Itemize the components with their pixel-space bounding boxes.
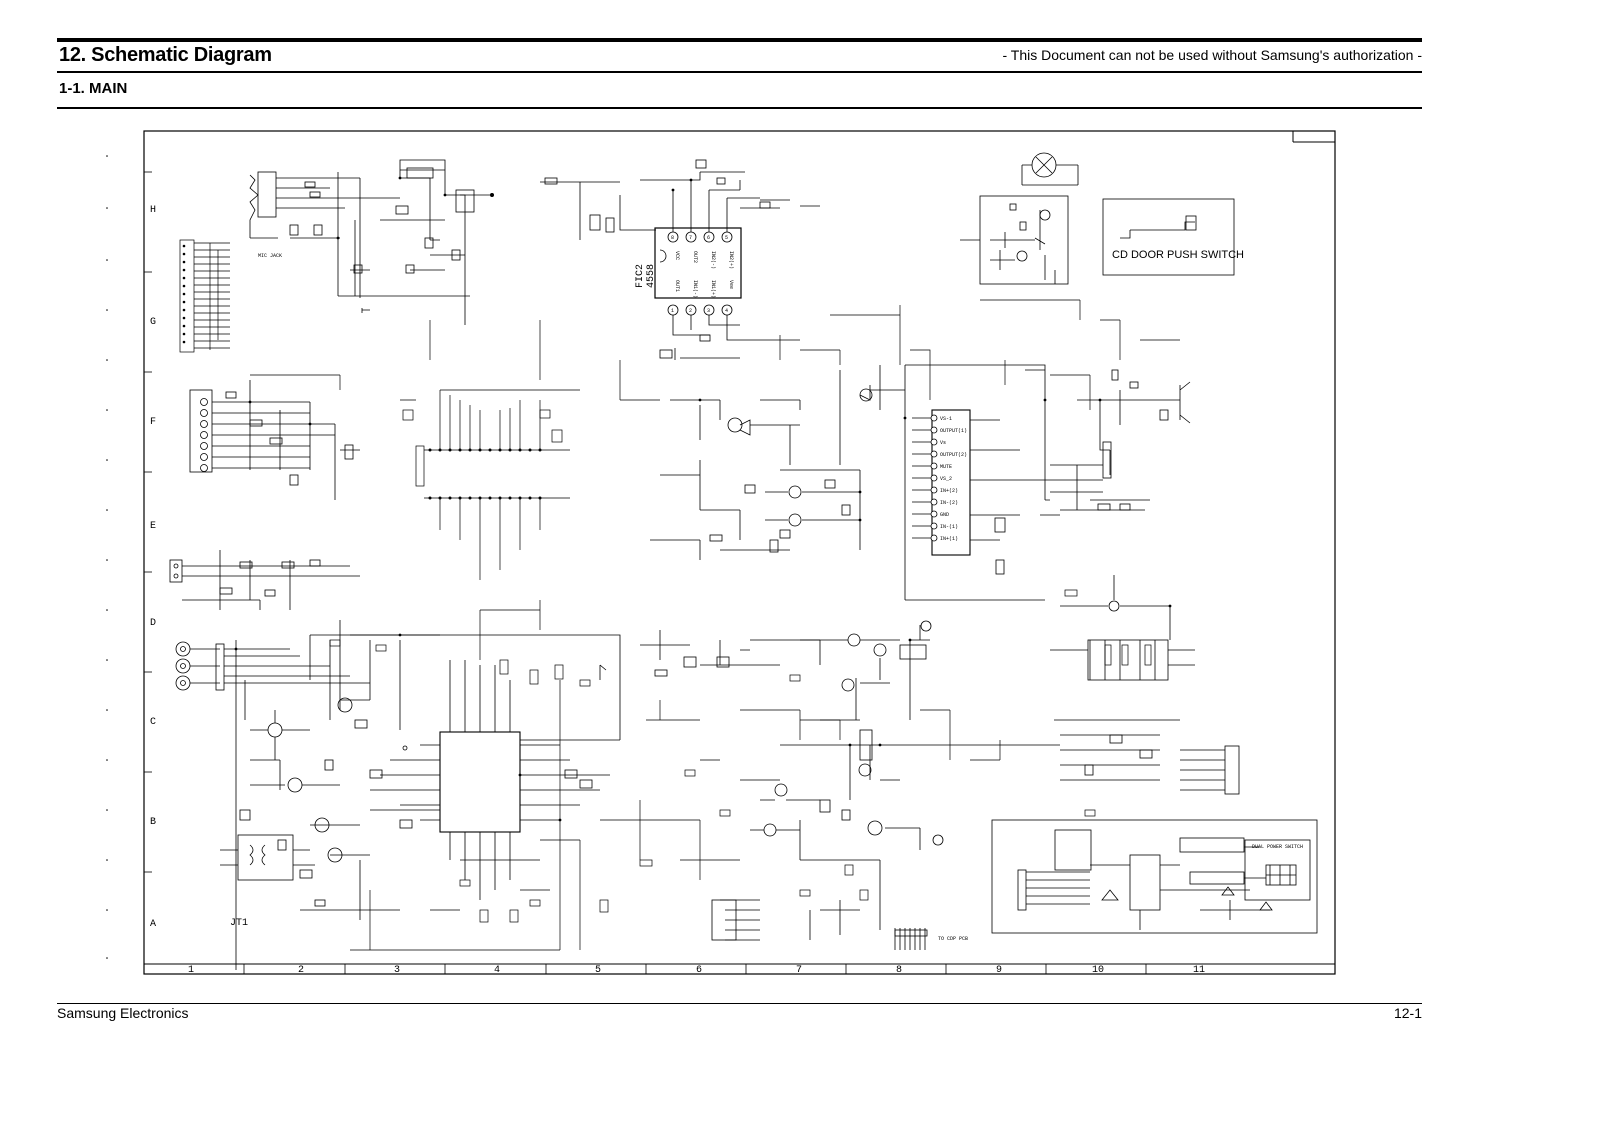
ic-pin: IN1(-) bbox=[692, 280, 698, 298]
margin-dots bbox=[106, 155, 108, 959]
amp-pin: VS-1 bbox=[940, 416, 952, 422]
cd-door-switch-label: CD DOOR PUSH SWITCH bbox=[1112, 249, 1244, 261]
ic-pin: VCC bbox=[674, 251, 680, 260]
transformer-label: JT1 bbox=[230, 918, 248, 929]
transistor-network-cb bbox=[239, 620, 400, 920]
transistor-network-center bbox=[599, 620, 932, 720]
ic-pin: OUT1 bbox=[674, 280, 680, 292]
footer-page-number: 12-1 bbox=[1393, 1005, 1422, 1021]
transistor-network-d-right bbox=[1050, 575, 1240, 795]
cd-door-switch: CD DOOR PUSH SWITCH bbox=[1102, 198, 1244, 276]
ic-pin: Vee bbox=[728, 280, 734, 289]
row-label: H bbox=[150, 205, 156, 216]
footer-rule bbox=[57, 1003, 1422, 1004]
schematic-diagram: H G F E D C B A 1 2 3 4 5 6 7 8 9 bbox=[106, 130, 1336, 976]
row-label: C bbox=[150, 717, 156, 728]
to-cdp-label: TO CDP PCB bbox=[938, 936, 968, 942]
ic-name: FIC2 bbox=[635, 264, 646, 288]
fic2-opamp: VCC OUT2 IN2(-) IN2(+) OUT1 IN1(-) IN1(+… bbox=[540, 159, 820, 360]
aux-input-block bbox=[169, 550, 360, 610]
ic-pin-number: 8 bbox=[671, 235, 674, 241]
connector-strip-g bbox=[179, 239, 230, 353]
transistor-network-b: TO CDP PCB bbox=[711, 729, 1060, 950]
ic-pin-number: 3 bbox=[707, 308, 710, 314]
connector-block-f bbox=[400, 389, 580, 580]
column-label: 6 bbox=[696, 965, 702, 976]
row-label: F bbox=[150, 417, 156, 428]
row-label: A bbox=[150, 919, 156, 930]
column-ticks bbox=[243, 964, 1147, 974]
ic-pin-number: 2 bbox=[689, 308, 692, 314]
schematic-frame bbox=[143, 130, 1336, 975]
footer-company: Samsung Electronics bbox=[57, 1005, 189, 1021]
amp-pin: MUTE bbox=[940, 464, 952, 470]
fan-motor bbox=[960, 152, 1079, 285]
column-label: 4 bbox=[494, 965, 500, 976]
header-top-rule bbox=[57, 38, 1422, 42]
ic-pin-number: 4 bbox=[725, 308, 728, 314]
row-label: B bbox=[150, 817, 156, 828]
amp-pin: OUTPUT(1) bbox=[940, 428, 967, 434]
speaker-connector-block bbox=[1040, 369, 1191, 516]
row-labels: H G F E D C B A bbox=[150, 205, 156, 930]
amp-pin: IN-(2) bbox=[940, 500, 958, 506]
amp-pin: GND bbox=[940, 512, 949, 518]
power-amp-block: VS-1 OUTPUT(1) Vs OUTPUT(2) MUTE VS_2 IN… bbox=[904, 364, 1050, 601]
ic-pin: IN2(-) bbox=[710, 251, 716, 269]
amp-pin: Vs bbox=[940, 440, 946, 446]
svg-text:MIC JACK: MIC JACK bbox=[258, 253, 282, 259]
column-label: 7 bbox=[796, 965, 802, 976]
page-title: 12. Schematic Diagram bbox=[59, 44, 272, 66]
main-audio-processor bbox=[309, 634, 621, 900]
column-label: 1 bbox=[188, 965, 194, 976]
amp-pin: IN-(1) bbox=[940, 524, 958, 530]
junction-dots bbox=[234, 176, 1172, 822]
mic-jack-block: MIC JACK bbox=[249, 159, 494, 325]
column-label: 5 bbox=[595, 965, 601, 976]
column-label: 11 bbox=[1193, 965, 1205, 976]
transformer-jt1: JT1 bbox=[220, 834, 315, 929]
amp-pin: OUTPUT(2) bbox=[940, 452, 967, 458]
interconnect-wires bbox=[250, 299, 1180, 951]
column-label: 3 bbox=[394, 965, 400, 976]
ic-part-number: 4558 bbox=[646, 264, 657, 288]
dual-switch-label: DUAL POWER SWITCH bbox=[1252, 844, 1303, 850]
input-connector-f bbox=[189, 380, 360, 500]
section-title: 1-1. MAIN bbox=[59, 80, 128, 97]
transistor-network-fe bbox=[650, 365, 905, 560]
resistor-capacitor-marks bbox=[329, 589, 1152, 923]
rca-jacks-c bbox=[175, 640, 370, 970]
ic-pin: IN1(+) bbox=[710, 280, 716, 298]
column-label: 9 bbox=[996, 965, 1002, 976]
row-label: G bbox=[150, 317, 156, 328]
column-labels: 1 2 3 4 5 6 7 8 9 10 11 bbox=[188, 965, 1205, 976]
ic-pin-number: 1 bbox=[671, 308, 674, 314]
section-rule bbox=[57, 107, 1422, 109]
header-rule bbox=[57, 71, 1422, 73]
amp-pin: IN+(1) bbox=[940, 536, 958, 542]
row-label: E bbox=[150, 521, 156, 532]
column-label: 2 bbox=[298, 965, 304, 976]
ic-pin: OUT2 bbox=[692, 251, 698, 263]
row-label: D bbox=[150, 618, 156, 629]
amp-pin: IN+(2) bbox=[940, 488, 958, 494]
column-label: 8 bbox=[896, 965, 902, 976]
dual-power-switch-board: DUAL POWER SWITCH bbox=[991, 819, 1318, 934]
ic-pin-number: 6 bbox=[707, 235, 710, 241]
column-label: 10 bbox=[1092, 965, 1104, 976]
ic-pin: IN2(+) bbox=[728, 251, 734, 269]
ic-pin-number: 5 bbox=[725, 235, 728, 241]
amp-pin: VS_2 bbox=[940, 476, 952, 482]
row-ticks bbox=[144, 171, 152, 873]
authorization-notice: - This Document can not be used without … bbox=[1002, 47, 1422, 63]
ic-pin-number: 7 bbox=[689, 235, 692, 241]
